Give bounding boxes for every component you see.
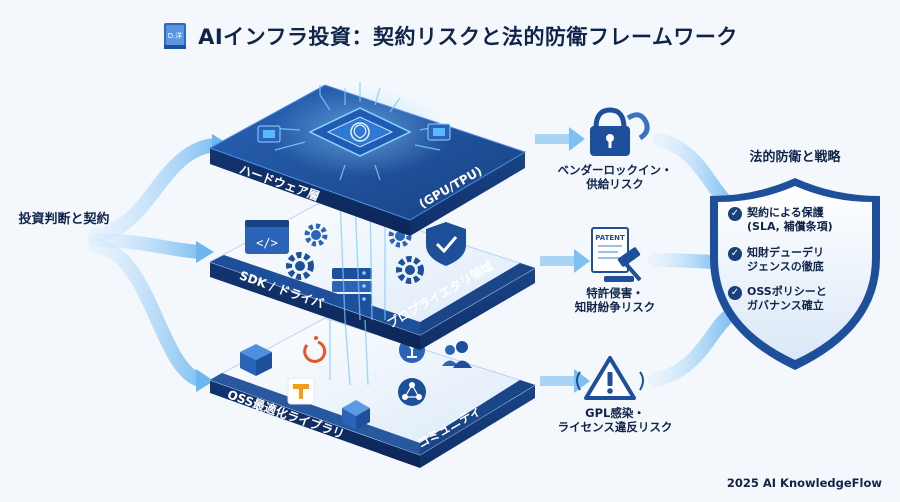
arrow-to-gpl-risk — [540, 369, 590, 393]
risk-label-lockin-line1: ベンダーロックイン・ — [557, 163, 673, 177]
book-icon-text: D.洋 — [168, 31, 183, 40]
shield-item-text: OSSポリシーと ガバナンス確立 — [747, 285, 827, 313]
risk-label-patent: 特許侵害・ 知財紛争リスク — [545, 286, 685, 315]
arrow-to-lock-risk — [535, 127, 585, 151]
left-flow-arrows — [88, 138, 222, 387]
risk-label-gpl-line1: GPL感染・ — [585, 406, 645, 420]
lock-icon — [590, 107, 650, 156]
flow-arrow-to-oss — [88, 239, 207, 387]
gear-icon — [286, 252, 314, 280]
sdk-layer-label-band-right — [420, 263, 535, 335]
hardware-layer — [208, 82, 527, 236]
shield-items: ✓ 契約による保護 (SLA, 補償条項) ✓ 知財デューデリ ジェンスの徹底 … — [728, 206, 858, 325]
warning-icon — [576, 356, 644, 400]
code-window-icon: </> — [245, 220, 289, 254]
shield-item: ✓ 知財デューデリ ジェンスの徹底 — [728, 246, 858, 275]
shield-item-text: 契約による保護 (SLA, 補償条項) — [747, 206, 833, 234]
risk-label-patent-line2: 知財紛争リスク — [574, 300, 656, 315]
box-icon — [342, 400, 370, 430]
risk-label-gpl: GPL感染・ ライセンス違反リスク — [545, 406, 685, 435]
oss-layer-label-band — [210, 373, 420, 455]
page-title: AIインフラ投資：契約リスクと法的防衛フレームワーク — [198, 25, 738, 49]
cube-icon — [240, 344, 272, 376]
small-chip-icon — [257, 125, 281, 143]
arrowhead-sdk — [196, 241, 214, 263]
patent-doc-text: PATENT — [595, 234, 625, 242]
risk-label-patent-line1: 特許侵害・ — [586, 286, 644, 300]
defense-shield — [710, 178, 880, 370]
arrowhead-oss — [196, 369, 214, 392]
tensorflow-icon — [287, 377, 315, 405]
footer-credit: 2025 AI KnowledgeFlow — [726, 476, 882, 490]
network-icon — [398, 378, 426, 406]
gear-icon — [304, 223, 328, 247]
oss-layer — [208, 317, 537, 468]
book-icon: D.洋 — [164, 23, 187, 49]
flow-arrow-to-sdk — [88, 233, 207, 259]
sdk-layer: </> — [208, 199, 537, 350]
server-stack-icon — [332, 268, 372, 305]
oss-layer-side-right — [420, 385, 535, 468]
sdk-layer-side-left — [210, 262, 420, 350]
shield-title: 法的防衛と戦略 — [749, 150, 841, 165]
risk-label-lockin-line2: 供給リスク — [586, 177, 644, 192]
gear-icon — [396, 256, 424, 284]
risk-label-lockin: ベンダーロックイン・ 供給リスク — [545, 163, 685, 192]
pytorch-icon — [303, 336, 327, 363]
risk-label-gpl-line2: ライセンス違反リスク — [557, 420, 673, 435]
check-icon: ✓ — [728, 286, 742, 301]
svg-text:</>: </> — [256, 236, 278, 250]
hardware-layer-side-right — [410, 152, 525, 236]
oss-layer-side-left — [210, 380, 420, 468]
shield-item-text: 知財デューデリ ジェンスの徹底 — [747, 245, 824, 273]
arrow-to-patent-risk — [540, 249, 590, 273]
oss-layer-label-band-right — [420, 380, 535, 455]
shield-check-icon — [426, 222, 466, 266]
investment-label: 投資判断と契約 — [18, 212, 110, 227]
sdk-layer-side-right — [420, 268, 535, 350]
data-flow-glow — [329, 199, 386, 386]
title-bar: D.洋 AIインフラ投資：契約リスクと法的防衛フレームワーク — [0, 16, 900, 56]
sdk-layer-label-band — [210, 255, 420, 335]
community-people-icon — [442, 341, 472, 368]
shield-item: ✓ OSSポリシーと ガバナンス確立 — [728, 285, 858, 314]
small-chip-icon — [427, 123, 451, 141]
hardware-layer-side-left — [210, 148, 410, 236]
flow-arrow-to-hardware — [88, 138, 222, 242]
shield-item: ✓ 契約による保護 (SLA, 補償条項) — [728, 206, 858, 235]
cpu-chip-icon — [308, 107, 412, 157]
patent-gavel-icon: PATENT — [591, 227, 642, 282]
check-icon: ✓ — [728, 207, 742, 221]
check-icon: ✓ — [728, 246, 742, 261]
